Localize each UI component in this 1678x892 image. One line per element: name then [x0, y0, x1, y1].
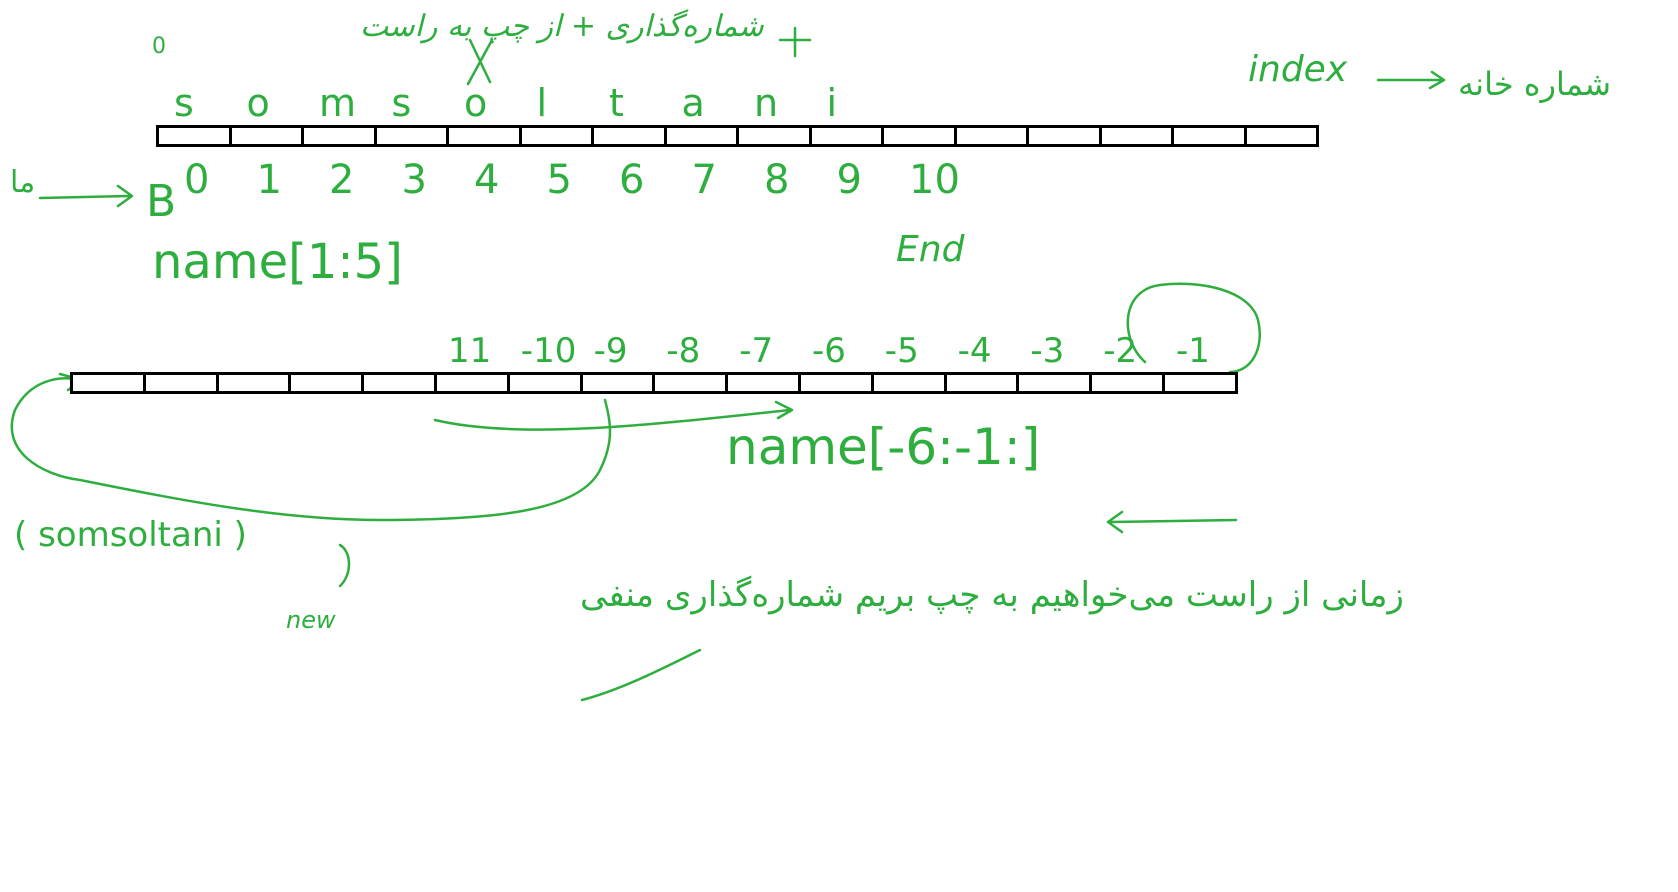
bottom-slice-expression: name[-6:-1:]	[726, 418, 1041, 476]
bottom-cell	[361, 372, 437, 394]
start-mark: B	[146, 176, 177, 227]
bottom-cell	[579, 372, 656, 394]
top-cell	[953, 125, 1029, 147]
cross-mark-stroke	[466, 38, 494, 86]
bottom-index: -1	[1176, 331, 1210, 371]
top-index: 9	[836, 157, 862, 203]
bottom-cell	[798, 372, 874, 394]
bottom-index: -4	[957, 331, 992, 371]
top-index: 10	[909, 157, 960, 203]
top-letter: a	[681, 81, 705, 125]
top-letter: s	[174, 81, 194, 125]
bottom-cell	[652, 372, 729, 394]
bottom-cell	[725, 372, 801, 394]
persian-top-note: شماره‌گذاری + از چپ به راست	[360, 9, 764, 44]
circle-around-last	[1126, 282, 1261, 374]
bottom-index: -6	[812, 331, 846, 371]
top-index: 6	[619, 157, 645, 203]
top-cell	[1026, 125, 1102, 147]
top-letter: s	[391, 81, 412, 125]
top-letter: o	[246, 81, 270, 125]
bottom-cell	[288, 372, 365, 394]
bottom-index: -5	[884, 331, 919, 371]
bottom-cell	[506, 372, 583, 394]
loop-arrow	[10, 377, 612, 522]
top-index: 3	[401, 157, 427, 203]
bottom-index: -7	[739, 331, 774, 371]
top-cell	[373, 125, 449, 147]
top-index: 2	[329, 157, 355, 203]
persian-left-label: ما	[10, 165, 36, 200]
bottom-cell	[1162, 372, 1238, 394]
top-letter: l	[536, 81, 548, 125]
top-cell	[446, 125, 522, 147]
bottom-cell	[70, 372, 146, 394]
zero-label-top: 0	[152, 34, 166, 59]
range-underline	[433, 400, 794, 431]
index-word: index	[1248, 49, 1348, 90]
bottom-cell	[1016, 372, 1093, 394]
end-label: End	[896, 229, 965, 270]
new-label: new	[286, 606, 336, 634]
top-cell	[591, 125, 667, 147]
top-cell	[663, 125, 739, 147]
index-arrow	[1376, 70, 1446, 90]
persian-index-label: شماره خانه	[1458, 65, 1612, 103]
top-letter: n	[754, 81, 779, 125]
top-letter: i	[826, 81, 838, 125]
bottom-cell	[142, 372, 219, 394]
top-cell	[518, 125, 594, 147]
bottom-index: -2	[1103, 331, 1138, 371]
bottom-index: 11	[448, 331, 492, 371]
slice-arrow	[1106, 510, 1238, 534]
persian-underline	[580, 648, 702, 702]
output-text: ( somsoltani )	[14, 515, 247, 555]
top-letter: o	[464, 81, 488, 125]
bottom-cell	[943, 372, 1020, 394]
top-cell	[156, 125, 232, 147]
top-cell	[228, 125, 304, 147]
top-letter: m	[319, 81, 357, 125]
bottom-index: -9	[593, 331, 628, 371]
top-cell	[736, 125, 812, 147]
top-cell	[881, 125, 957, 147]
bottom-index: -8	[666, 331, 701, 371]
persian-bottom-note: زمانی از راست می‌خواهیم به چپ بریم شماره…	[580, 575, 1404, 615]
bottom-index: -3	[1030, 331, 1065, 371]
bottom-cell	[434, 372, 510, 394]
top-letter: t	[609, 81, 624, 125]
top-cell	[1243, 125, 1319, 147]
start-arrow	[38, 184, 134, 208]
top-cell	[1171, 125, 1247, 147]
top-index: 1	[256, 157, 282, 203]
bottom-cell	[215, 372, 292, 394]
top-index: 4	[474, 157, 500, 203]
plus-sign-stroke	[778, 26, 812, 58]
top-index: 5	[546, 157, 572, 203]
top-slice-expression: name[1:5]	[152, 234, 403, 290]
top-cell	[301, 125, 377, 147]
bottom-cell	[870, 372, 947, 394]
top-index: 8	[764, 157, 790, 203]
bottom-cell	[1089, 372, 1165, 394]
bottom-index: -10	[520, 331, 577, 371]
top-index: 7	[691, 157, 717, 203]
output-bracket	[338, 543, 351, 588]
top-cell	[1098, 125, 1174, 147]
top-index: 0	[184, 157, 210, 203]
top-cell	[808, 125, 884, 147]
